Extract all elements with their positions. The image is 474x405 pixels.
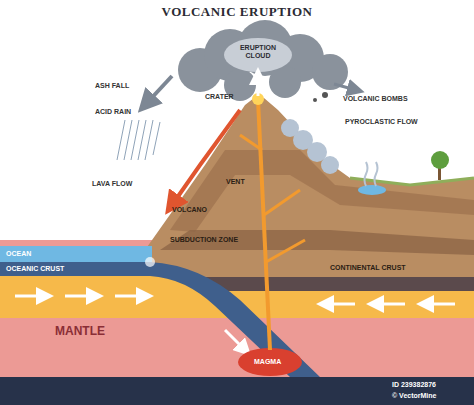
crust-label: OCEANIC CRUST xyxy=(6,265,64,273)
crater-label: CRATER xyxy=(205,93,234,101)
continental-label: CONTINENTAL CRUST xyxy=(330,264,406,272)
pyroclastic-label: PYROCLASTIC FLOW xyxy=(345,118,418,126)
lava-label: LAVA FLOW xyxy=(92,180,132,188)
ocean-label: OCEAN xyxy=(6,250,31,258)
magma-label: MAGMA xyxy=(254,358,281,366)
credit-watermark: © VectorMine xyxy=(392,392,436,400)
mantle-label: MANTLE xyxy=(55,325,105,338)
cloud-label: ERUPTION CLOUD xyxy=(233,44,283,59)
vent-label: VENT xyxy=(226,178,245,186)
subduction-label: SUBDUCTION ZONE xyxy=(170,236,238,244)
diagram-title: VOLCANIC ERUPTION xyxy=(0,4,474,20)
bombs-label: VOLCANIC BOMBS xyxy=(343,95,408,103)
rain-label: ACID RAIN xyxy=(95,108,131,116)
id-watermark: ID 239382876 xyxy=(392,381,436,389)
volcano-label: VOLCANO xyxy=(172,206,207,214)
ash-label: ASH FALL xyxy=(95,82,129,90)
